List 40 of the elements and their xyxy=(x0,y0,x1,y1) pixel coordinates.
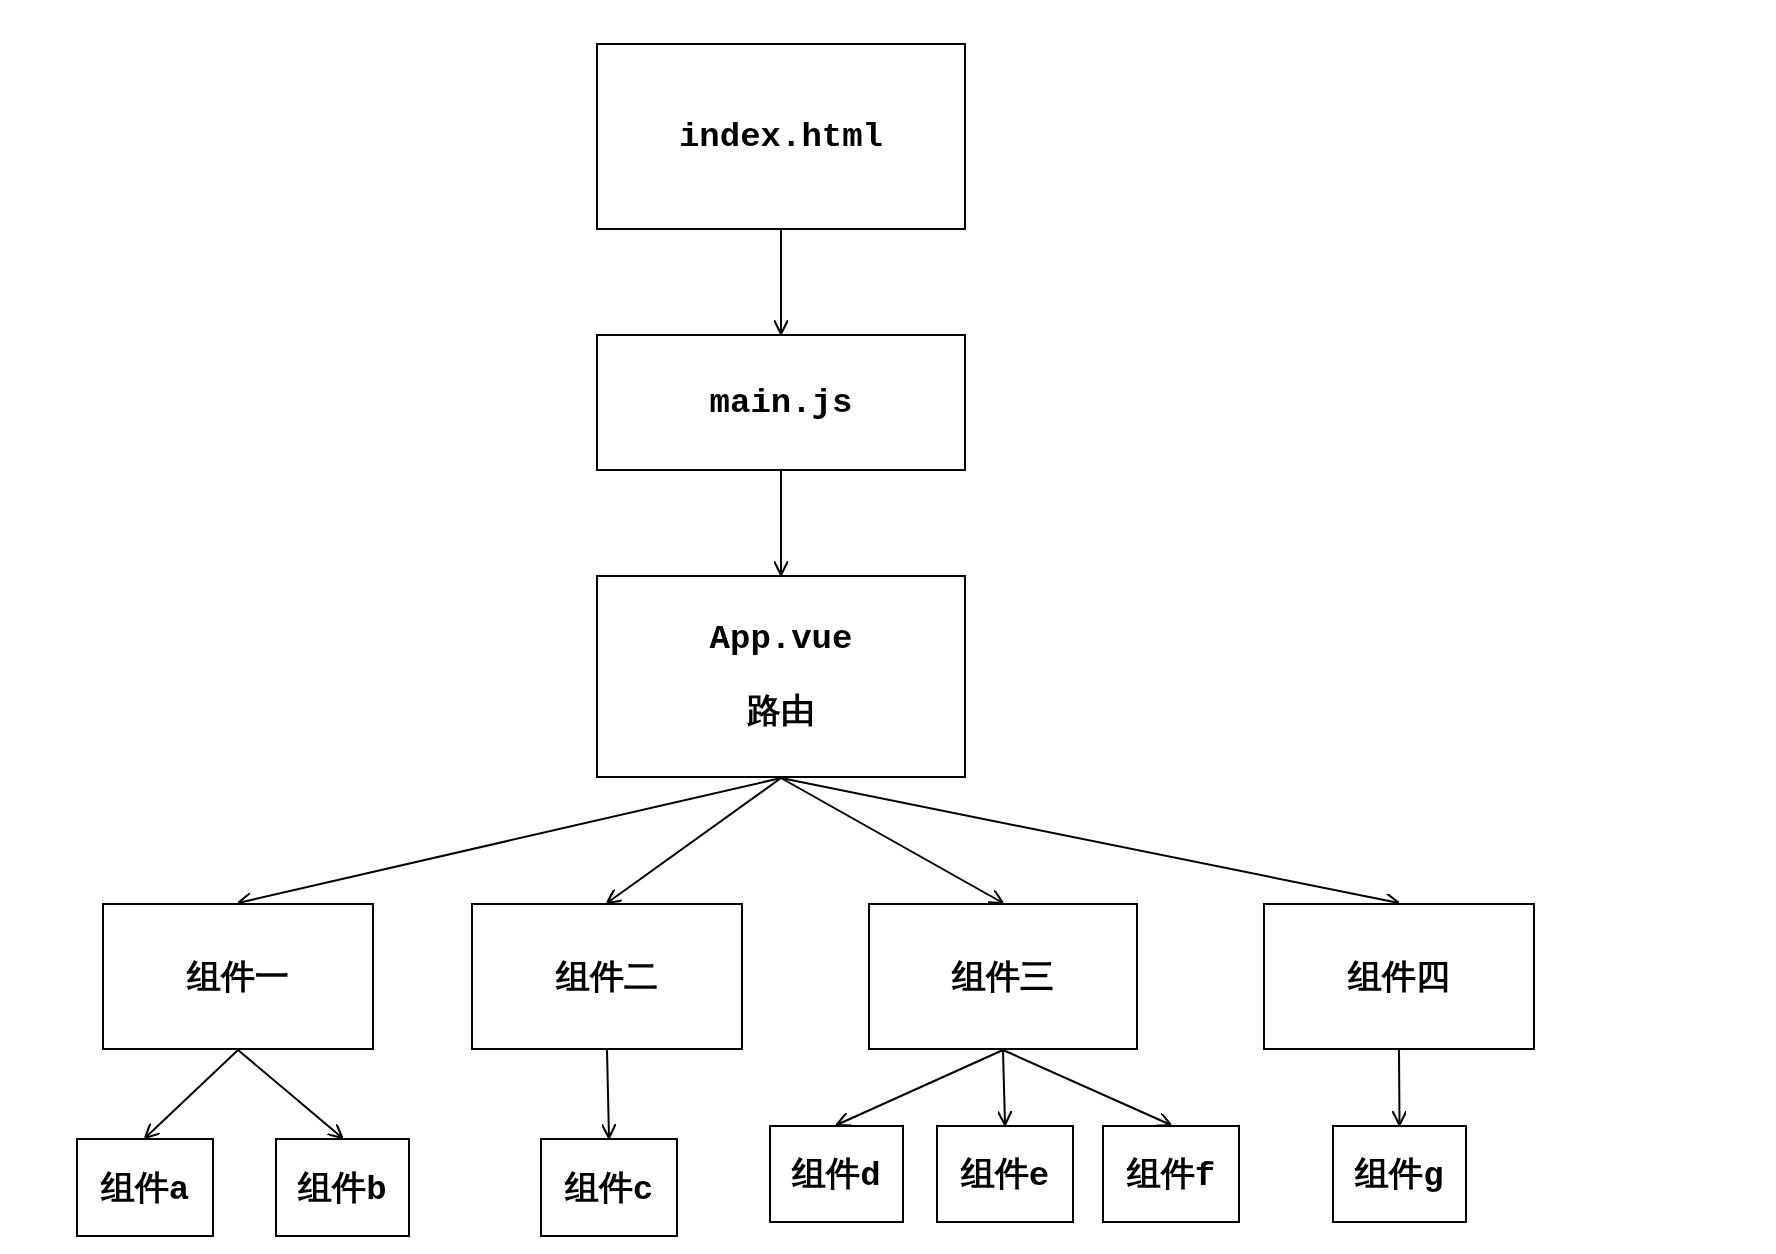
box-label: 组件b xyxy=(298,1169,387,1211)
process-box xyxy=(596,575,966,778)
box-label: 组件f xyxy=(1126,1156,1216,1197)
box-label: 组件c xyxy=(564,1169,654,1211)
arrow xyxy=(835,1049,1004,1127)
box-label: 组件一 xyxy=(187,958,289,1000)
process-box xyxy=(596,334,966,471)
box-label: 组件a xyxy=(100,1169,190,1211)
process-box xyxy=(1263,903,1535,1050)
process-box xyxy=(471,903,743,1050)
process-box xyxy=(76,1138,214,1237)
box-label: 组件三 xyxy=(952,958,1054,1000)
arrow xyxy=(996,1049,1013,1127)
process-box xyxy=(596,43,966,230)
process-box xyxy=(769,1125,904,1223)
box-label: 组件二 xyxy=(556,958,658,1000)
box-label: 组件d xyxy=(792,1156,881,1197)
arrow xyxy=(605,777,782,905)
arrow xyxy=(1002,1049,1173,1127)
box-label: App.vue xyxy=(709,619,853,658)
arrow xyxy=(772,229,790,336)
box-label: main.js xyxy=(709,383,853,422)
arrow xyxy=(780,777,1005,905)
box-label: 组件e xyxy=(960,1156,1050,1197)
process-box xyxy=(540,1138,678,1237)
process-box xyxy=(102,903,374,1050)
arrow xyxy=(600,1049,617,1140)
arrow xyxy=(1391,1049,1408,1127)
process-box xyxy=(275,1138,410,1237)
box-label: 组件四 xyxy=(1348,958,1450,1000)
process-box xyxy=(1332,1125,1467,1223)
box-label: 路由 xyxy=(747,692,815,734)
arrow xyxy=(772,470,790,577)
process-box xyxy=(1102,1125,1240,1223)
process-box xyxy=(868,903,1138,1050)
arrow xyxy=(143,1049,239,1140)
box-label: 组件g xyxy=(1355,1156,1444,1197)
box-label: index.html xyxy=(678,117,883,156)
arrow xyxy=(237,1049,344,1140)
process-box xyxy=(936,1125,1074,1223)
